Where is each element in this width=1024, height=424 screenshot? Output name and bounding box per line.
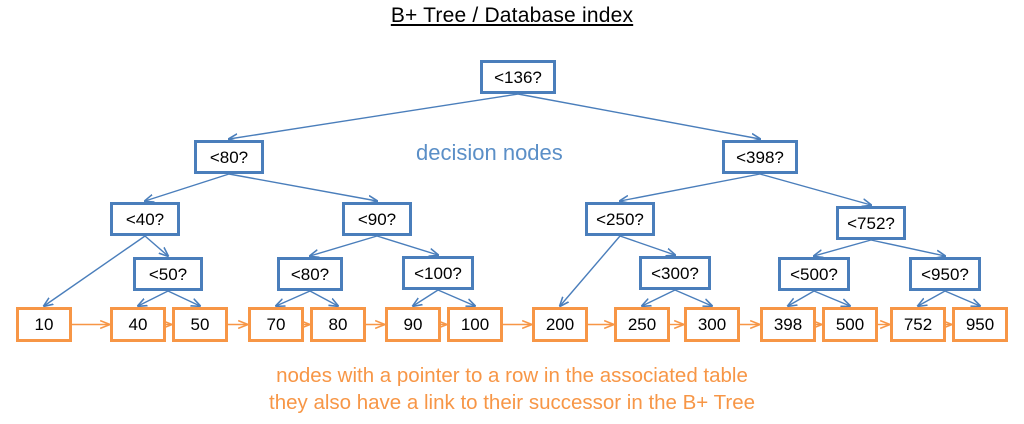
- decision-node-d300[interactable]: <300?: [639, 256, 711, 290]
- decision-nodes-label: decision nodes: [416, 140, 563, 165]
- edge-d136-to-d80: [229, 93, 519, 139]
- decision-node-d250[interactable]: <250?: [585, 202, 655, 236]
- edge-d250-to-d300: [619, 235, 675, 255]
- node-label: <100?: [414, 263, 462, 283]
- edge-d80b-to-l80: [309, 290, 338, 306]
- edge-d50-to-l40: [138, 290, 169, 306]
- edge-d300-to-l300: [674, 289, 712, 306]
- edge-d50-to-l50: [167, 290, 200, 306]
- node-label: <250?: [596, 209, 644, 229]
- leaf-node-l250[interactable]: 250: [614, 307, 670, 342]
- node-label: <40?: [125, 209, 165, 229]
- node-label: 50: [190, 315, 210, 334]
- leaf-node-l40[interactable]: 40: [110, 307, 166, 342]
- leaf-nodes-caption: nodes with a pointer to a row in the ass…: [0, 362, 1024, 417]
- edge-d100-to-l90: [413, 289, 439, 306]
- node-label: 100: [460, 315, 490, 334]
- edge-d100-to-l100: [437, 289, 475, 306]
- node-label: 250: [627, 315, 657, 334]
- node-label: 500: [835, 315, 865, 334]
- edge-d752-to-d950: [870, 239, 945, 256]
- decision-node-d80b[interactable]: <80?: [277, 257, 343, 291]
- decision-node-d950[interactable]: <950?: [909, 257, 981, 291]
- node-label: 752: [903, 315, 933, 334]
- decision-node-d398[interactable]: <398?: [722, 140, 798, 174]
- node-label: 80: [328, 315, 348, 334]
- edge-d40-to-d50: [144, 235, 168, 256]
- node-label: <300?: [651, 263, 699, 283]
- decision-node-d50[interactable]: <50?: [133, 257, 203, 291]
- edge-d398-to-d752: [759, 173, 871, 205]
- edge-d950-to-l950: [944, 290, 980, 306]
- decision-node-d500[interactable]: <500?: [778, 257, 850, 291]
- edge-d90-to-d80b: [310, 235, 378, 256]
- leaf-node-l70[interactable]: 70: [248, 307, 304, 342]
- leaf-node-l90[interactable]: 90: [385, 307, 441, 342]
- edge-d950-to-l752: [918, 290, 946, 306]
- edge-d300-to-l250: [642, 289, 676, 306]
- node-label: 950: [965, 315, 995, 334]
- node-label: <80?: [209, 147, 249, 167]
- node-label: <136?: [494, 67, 542, 87]
- edge-d752-to-d500: [814, 239, 872, 256]
- edge-d250-to-l200: [560, 235, 621, 306]
- node-label: 90: [403, 315, 423, 334]
- edge-d40-to-l10: [44, 235, 146, 306]
- leaf-node-l398[interactable]: 398: [760, 307, 816, 342]
- leaf-node-l80[interactable]: 80: [310, 307, 366, 342]
- edge-d90-to-d100: [376, 235, 438, 255]
- node-label: <398?: [736, 147, 784, 167]
- node-label: <950?: [921, 264, 969, 284]
- leaf-node-l752[interactable]: 752: [890, 307, 946, 342]
- leaf-node-l500[interactable]: 500: [822, 307, 878, 342]
- node-label: 200: [545, 315, 575, 334]
- decision-node-d90[interactable]: <90?: [342, 202, 412, 236]
- leaf-node-l10[interactable]: 10: [16, 307, 72, 342]
- node-label: 300: [697, 315, 727, 334]
- node-label: <752?: [847, 213, 895, 233]
- edge-d80-to-d40: [145, 173, 230, 201]
- caption-line-1: nodes with a pointer to a row in the ass…: [276, 364, 748, 387]
- leaf-node-l950[interactable]: 950: [952, 307, 1008, 342]
- node-label: 398: [773, 315, 803, 334]
- edge-d398-to-d250: [620, 173, 761, 201]
- decision-node-d752[interactable]: <752?: [836, 206, 906, 240]
- node-label: 10: [34, 315, 54, 334]
- edge-d80-to-d90: [228, 173, 377, 201]
- leaf-node-l50[interactable]: 50: [172, 307, 228, 342]
- node-label: <80?: [290, 264, 330, 284]
- node-label: 40: [128, 315, 148, 334]
- decision-node-d40[interactable]: <40?: [110, 202, 180, 236]
- decision-node-d80[interactable]: <80?: [194, 140, 264, 174]
- page-title: B+ Tree / Database index: [390, 4, 634, 27]
- leaf-node-l100[interactable]: 100: [447, 307, 503, 342]
- edge-d136-to-d398: [517, 93, 760, 139]
- edge-d80b-to-l70: [276, 290, 311, 306]
- leaf-node-l200[interactable]: 200: [532, 307, 588, 342]
- node-label: <90?: [357, 209, 397, 229]
- decision-node-d100[interactable]: <100?: [402, 256, 474, 290]
- edge-d500-to-l398: [788, 290, 815, 306]
- node-label: 70: [266, 315, 286, 334]
- edge-d500-to-l500: [813, 290, 850, 306]
- node-label: <500?: [790, 264, 838, 284]
- node-label: <50?: [148, 264, 188, 284]
- caption-line-2: they also have a link to their successor…: [269, 391, 755, 415]
- decision-node-d136[interactable]: <136?: [480, 60, 556, 94]
- leaf-node-l300[interactable]: 300: [684, 307, 740, 342]
